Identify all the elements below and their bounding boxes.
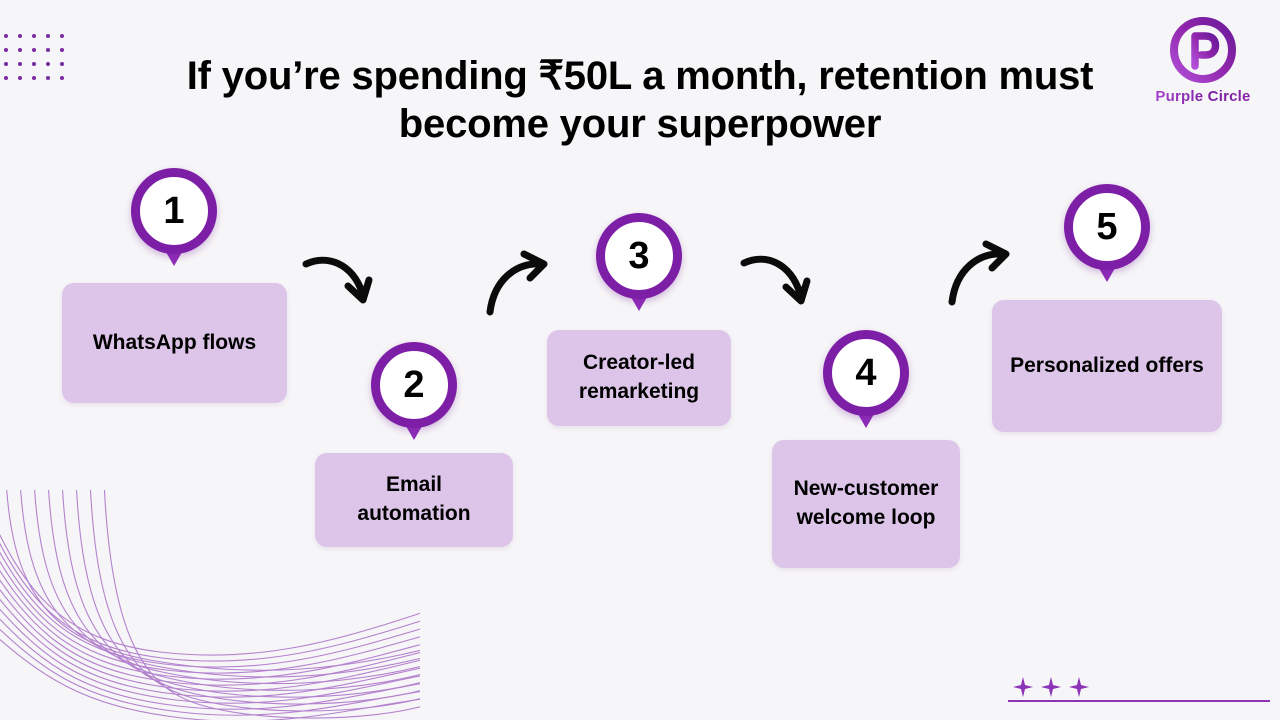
step-pin-5: 5 (1064, 184, 1150, 282)
step-number-5: 5 (1064, 184, 1150, 270)
connector-arrow-2-to-3-icon (486, 250, 548, 316)
step-card-2[interactable]: Email automation (315, 453, 513, 547)
step-pin-3: 3 (596, 213, 682, 311)
step-card-4[interactable]: New-customer welcome loop (772, 440, 960, 568)
step-number-3: 3 (596, 213, 682, 299)
sparkle-icon (1068, 676, 1090, 698)
page-title: If you’re spending ₹50L a month, retenti… (186, 54, 1094, 146)
brand-name: Purple Circle (1144, 88, 1262, 105)
step-card-5[interactable]: Personalized offers (992, 300, 1222, 432)
sparkle-icon (1012, 676, 1034, 698)
step-pin-1: 1 (131, 168, 217, 266)
connector-arrow-1-to-2-icon (302, 256, 373, 304)
sparkle-rule-decoration (1008, 676, 1270, 702)
step-number-1: 1 (131, 168, 217, 254)
dot-grid-icon (4, 34, 74, 90)
step-number-4: 4 (823, 330, 909, 416)
step-number-2: 2 (371, 342, 457, 428)
sparkle-icon (1040, 676, 1062, 698)
step-card-3[interactable]: Creator-led remarketing (547, 330, 731, 426)
horizontal-rule (1008, 700, 1270, 702)
brand-logo: Purple Circle (1144, 14, 1262, 105)
step-pin-4: 4 (823, 330, 909, 428)
step-card-1[interactable]: WhatsApp flows (62, 283, 287, 403)
purple-circle-p-logo-icon (1170, 17, 1236, 83)
connector-arrow-3-to-4-icon (740, 255, 811, 305)
step-pin-2: 2 (371, 342, 457, 440)
